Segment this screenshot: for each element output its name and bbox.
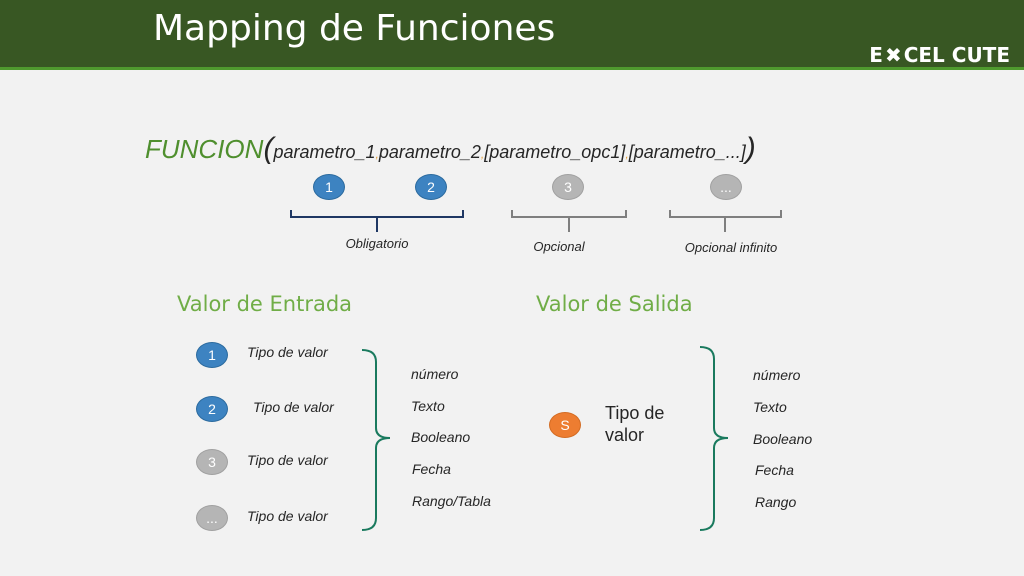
- salida-type-fecha: Fecha: [755, 462, 794, 478]
- badge-param-1: 1: [313, 174, 345, 200]
- entrada-item-4: Tipo de valor: [247, 508, 328, 524]
- header-bar: Mapping de Funciones E ✖ CEL CUTE: [0, 0, 1024, 70]
- brand-logo: E ✖ CEL CUTE: [869, 43, 1010, 67]
- salida-curly-brace: [699, 346, 729, 531]
- entrada-badge-1: 1: [196, 342, 228, 368]
- salida-badge: S: [549, 412, 581, 438]
- close-paren: ): [745, 132, 756, 165]
- param-opc1: [parametro_opc1]: [484, 142, 626, 162]
- function-syntax: FUNCION(parametro_1,parametro_2,[paramet…: [145, 132, 756, 166]
- entrada-badge-infinite: ...: [196, 505, 228, 531]
- entrada-type-texto: Texto: [411, 398, 445, 414]
- label-opcional: Opcional: [533, 239, 585, 254]
- entrada-badge-2: 2: [196, 396, 228, 422]
- opcional-brace: [511, 210, 627, 232]
- param-separator: ,: [625, 147, 629, 161]
- open-paren: (: [263, 132, 274, 165]
- entrada-item-1: Tipo de valor: [247, 344, 328, 360]
- entrada-type-numero: número: [411, 366, 459, 382]
- entrada-type-rango-tabla: Rango/Tabla: [412, 493, 491, 509]
- obligatorio-brace: [290, 210, 464, 232]
- salida-item: Tipo de valor: [605, 403, 665, 445]
- param-infinite: [parametro_...]: [628, 142, 746, 162]
- param-1: parametro_1: [273, 142, 376, 162]
- logo-text-left: E: [869, 43, 883, 67]
- badge-param-2: 2: [415, 174, 447, 200]
- logo-text-right: CEL CUTE: [903, 43, 1010, 67]
- function-name: FUNCION: [145, 134, 264, 164]
- entrada-badge-3: 3: [196, 449, 228, 475]
- salida-type-booleano: Booleano: [753, 431, 813, 447]
- badge-param-infinite: ...: [710, 174, 742, 200]
- param-separator: ,: [375, 147, 379, 161]
- entrada-title: Valor de Entrada: [177, 292, 353, 316]
- page-title: Mapping de Funciones: [153, 8, 556, 49]
- entrada-item-3: Tipo de valor: [247, 452, 328, 468]
- entrada-type-fecha: Fecha: [412, 461, 451, 477]
- opcional-infinito-brace: [669, 210, 782, 232]
- salida-type-rango: Rango: [755, 494, 797, 510]
- entrada-curly-brace: [361, 349, 391, 531]
- crossed-tools-icon: ✖: [884, 43, 902, 67]
- entrada-item-2: Tipo de valor: [253, 399, 334, 415]
- salida-type-numero: número: [753, 367, 801, 383]
- label-opcional-infinito: Opcional infinito: [684, 240, 778, 255]
- label-obligatorio: Obligatorio: [345, 236, 409, 251]
- param-separator: ,: [480, 147, 485, 161]
- salida-type-texto: Texto: [753, 399, 787, 415]
- param-2: parametro_2: [378, 142, 481, 162]
- badge-param-3: 3: [552, 174, 584, 200]
- entrada-type-booleano: Booleano: [411, 429, 471, 445]
- salida-title: Valor de Salida: [536, 292, 693, 316]
